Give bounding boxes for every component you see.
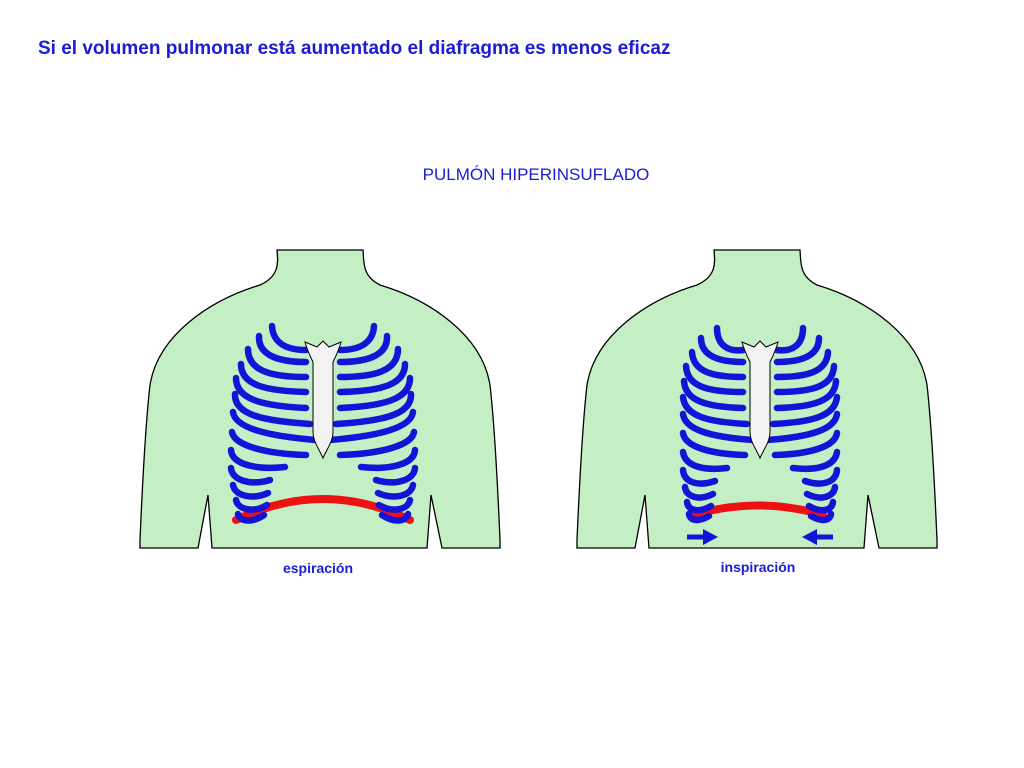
caption-inspiracion: inspiración	[720, 559, 796, 575]
arrow-left-icon	[802, 529, 833, 545]
rib-cage	[679, 324, 841, 524]
page-title: Si el volumen pulmonar está aumentado el…	[38, 38, 671, 59]
panel-inspiracion	[576, 249, 938, 549]
rib-cage	[227, 322, 419, 524]
caption-espiracion: espiración	[282, 560, 354, 576]
diagram-subtitle: PULMÓN HIPERINSUFLADO	[422, 165, 650, 184]
arrow-right-icon	[687, 529, 718, 545]
panel-espiracion	[139, 249, 501, 549]
